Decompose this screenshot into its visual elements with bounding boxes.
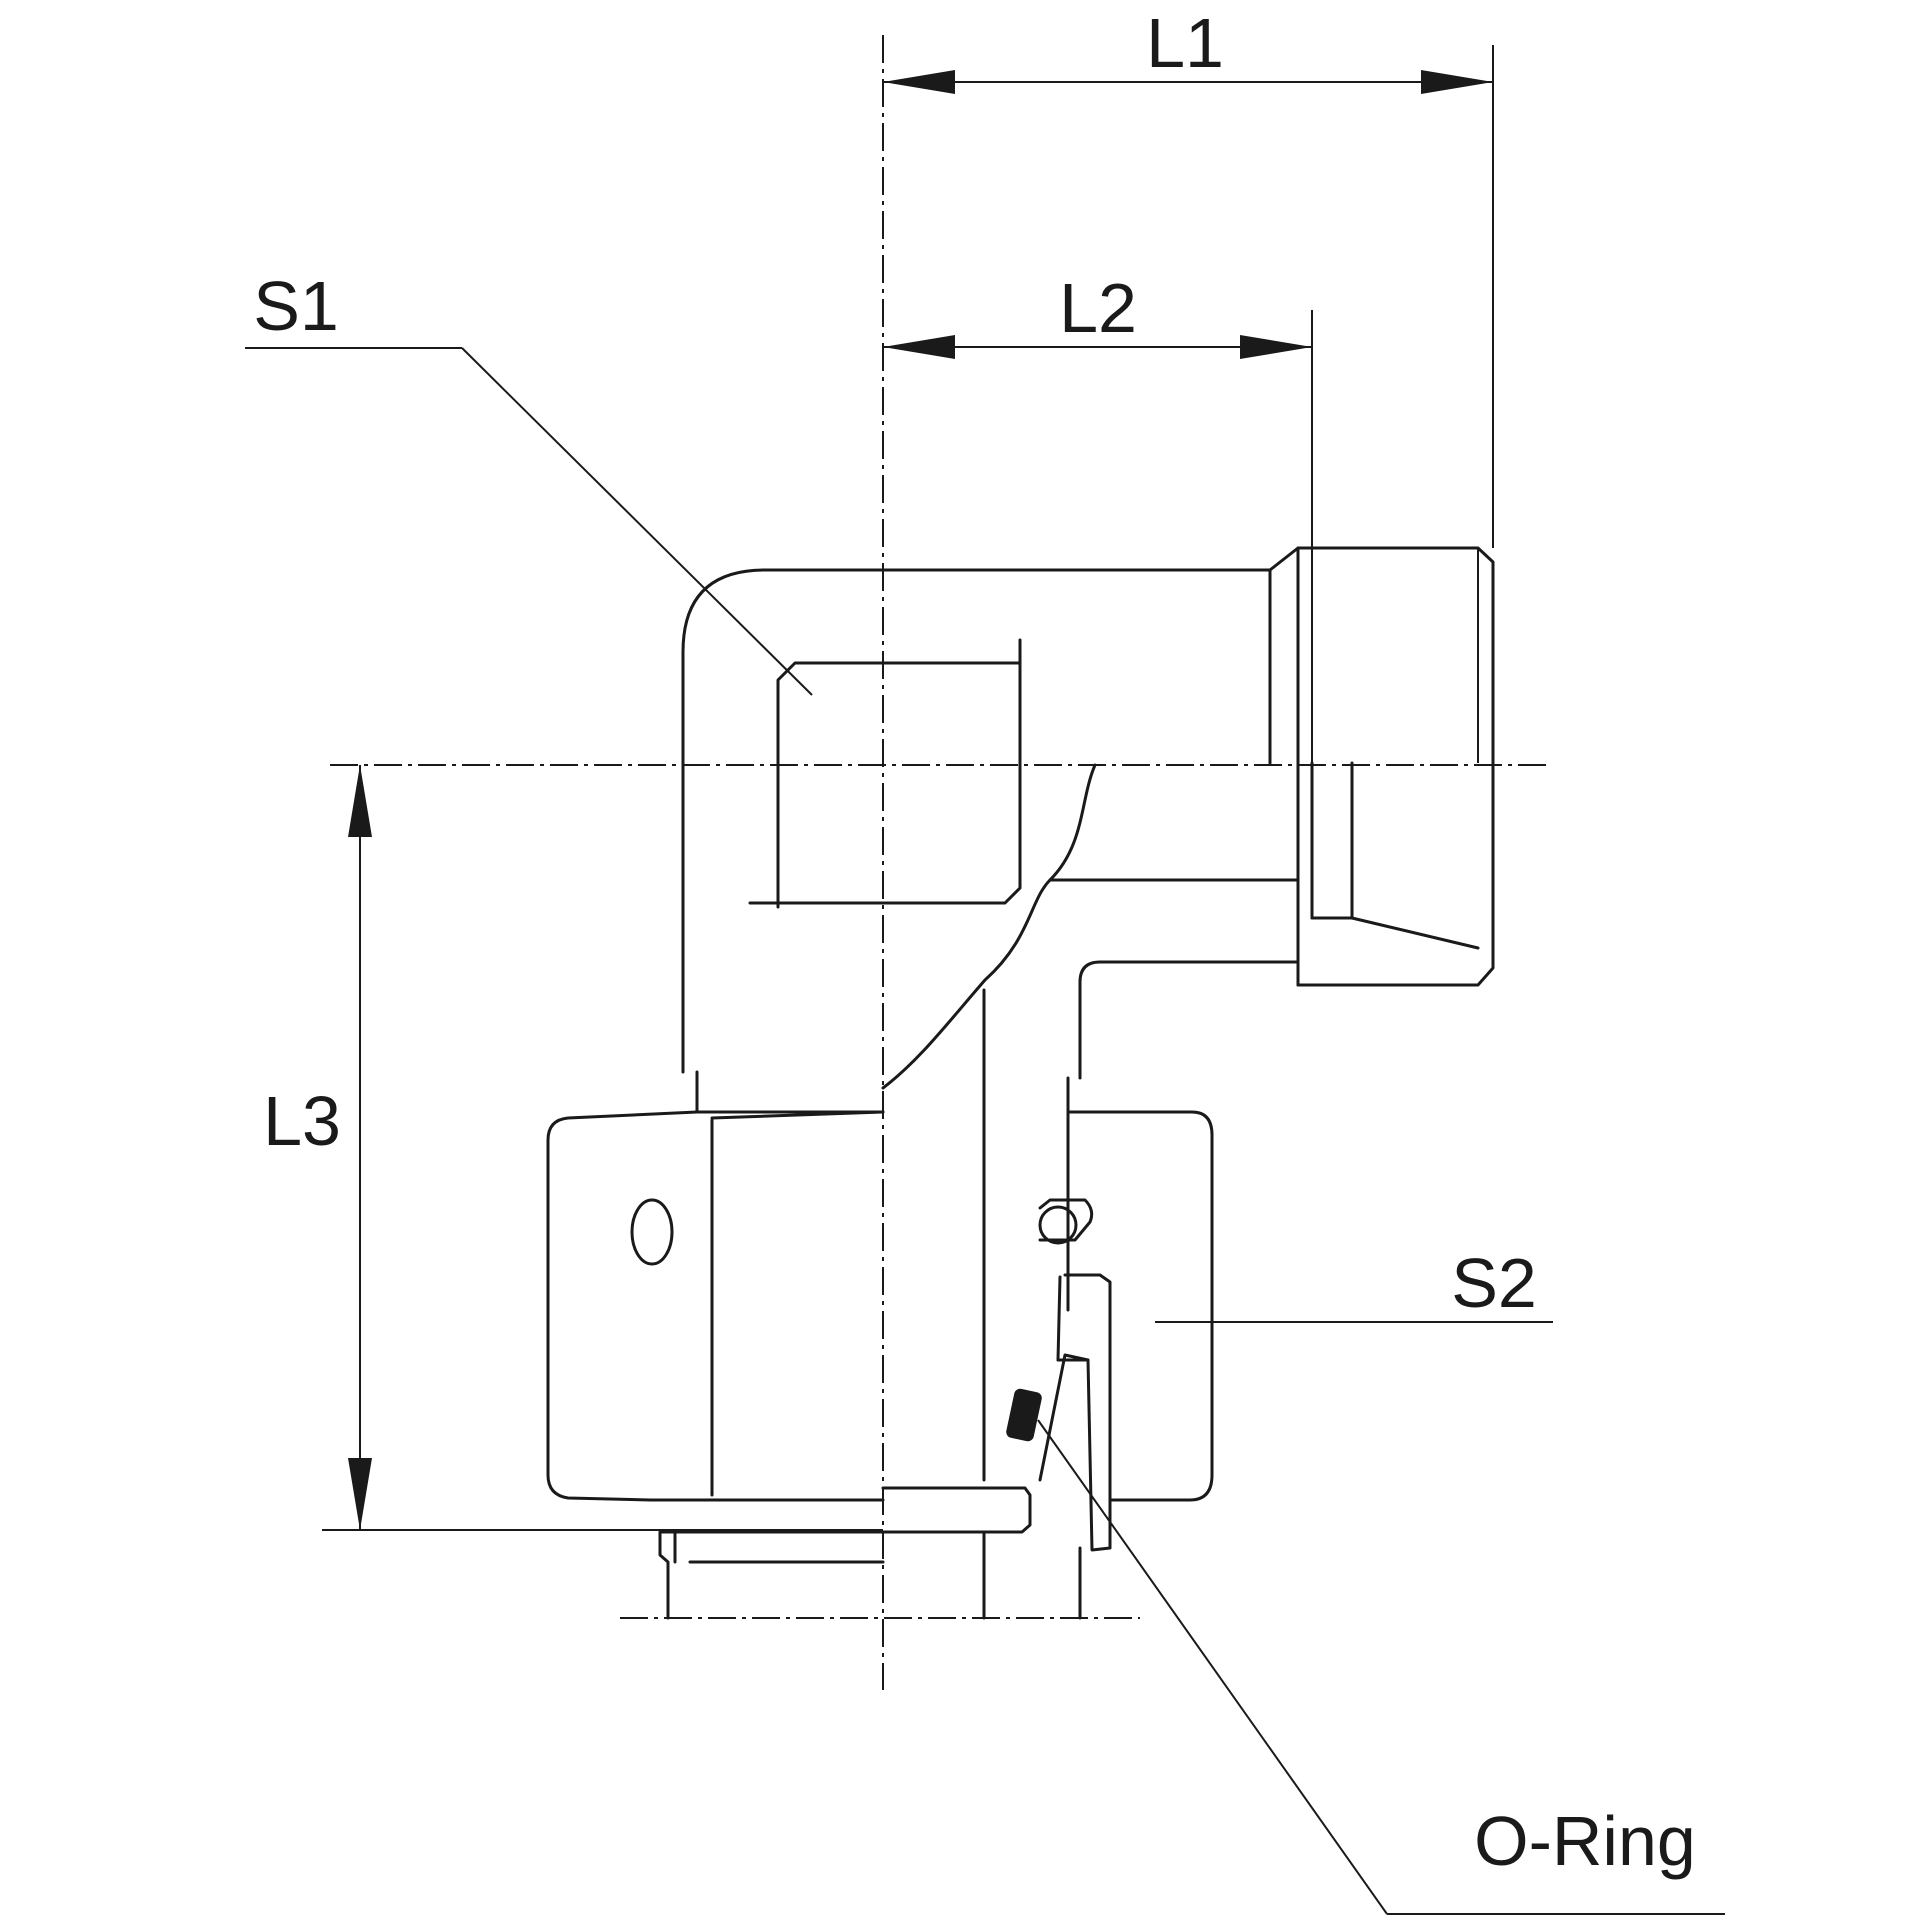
ferrule-washer (881, 1486, 1032, 1534)
l2-arrow-left (883, 335, 955, 359)
s1-leader-diagonal (461, 347, 813, 696)
s1-port (748, 638, 1022, 909)
center-lines (330, 35, 1552, 1690)
section-break-line (881, 763, 1097, 1090)
oring-leader-diagonal (1037, 1419, 1388, 1915)
seal-cone-face (1056, 1275, 1062, 1362)
dimension-l2: L2 (883, 269, 1313, 548)
stud-end (1268, 546, 1480, 987)
nut-left-outline (546, 1110, 885, 1502)
leader-oring: O-Ring (1037, 1419, 1725, 1915)
tube-stub-left (658, 1530, 885, 1620)
s1-label: S1 (253, 267, 339, 345)
l3-arrow-bottom (348, 1458, 372, 1530)
stud-face-chamfer (1350, 916, 1480, 950)
retaining-ring-seat (1038, 1198, 1094, 1242)
l1-arrow-left (883, 70, 955, 94)
seal-cone (1038, 1273, 1112, 1552)
swivel-nut (546, 1110, 1214, 1502)
seal-area (1006, 1198, 1112, 1552)
tube-end (658, 1486, 1082, 1620)
dimension-l3: L3 (263, 765, 883, 1531)
elbow-outer-contour (681, 546, 1495, 1080)
oring-label: O-Ring (1474, 1802, 1696, 1880)
l1-label: L1 (1146, 4, 1224, 82)
leader-s1: S1 (245, 267, 813, 696)
retaining-ring (1038, 1205, 1078, 1245)
l3-arrow-top (348, 765, 372, 837)
dimension-l1: L1 (883, 4, 1494, 548)
l3-label: L3 (263, 1082, 341, 1160)
nut-top-edge (710, 1110, 885, 1120)
s1-port-contour (748, 661, 1022, 909)
nut-right-outline (1066, 1110, 1214, 1502)
s2-label: S2 (1451, 1244, 1537, 1322)
l2-arrow-right (1240, 335, 1312, 359)
l2-label: L2 (1059, 269, 1137, 347)
l1-arrow-right (1421, 70, 1493, 94)
o-ring (1006, 1388, 1042, 1442)
nut-hole (630, 1198, 674, 1266)
leader-s2: S2 (1155, 1244, 1553, 1323)
